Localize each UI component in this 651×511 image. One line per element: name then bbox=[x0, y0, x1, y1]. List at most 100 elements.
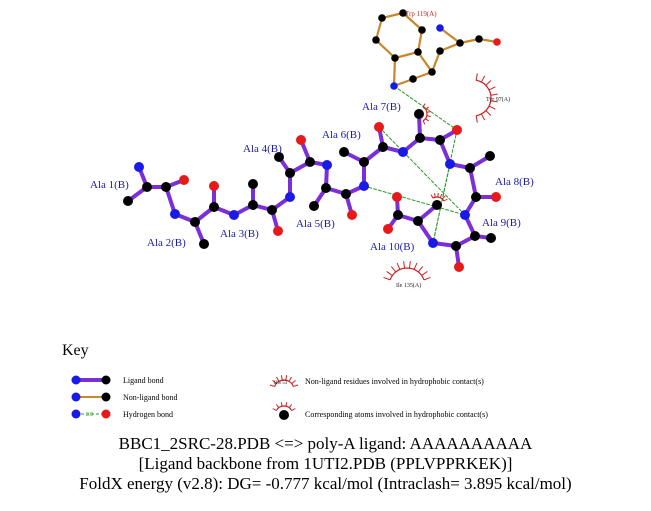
tyr-97-hydrophobic-arc bbox=[475, 73, 498, 123]
key-symbols: 3.0 His 53 bbox=[71, 375, 299, 420]
carbon-atom bbox=[409, 75, 417, 83]
oxygen-atom bbox=[493, 38, 501, 46]
label-ala-8: Ala 8(B) bbox=[495, 176, 534, 188]
label-ala-1: Ala 1(B) bbox=[90, 179, 129, 191]
carbon-atom bbox=[436, 47, 444, 55]
label-ala-6: Ala 6(B) bbox=[322, 129, 361, 141]
oxygen-atom bbox=[209, 181, 219, 191]
nonligand-bond bbox=[393, 50, 420, 60]
carbon-atom bbox=[199, 239, 209, 249]
carbon-atom bbox=[391, 54, 399, 62]
nitrogen-atom bbox=[460, 210, 470, 220]
oxygen-atom bbox=[296, 135, 306, 145]
carbon-atom bbox=[435, 135, 445, 145]
oxygen-atom bbox=[491, 192, 501, 202]
key-corresponding-atom bbox=[279, 410, 289, 420]
carbon-atom bbox=[451, 241, 461, 251]
carbon-atom bbox=[465, 163, 475, 173]
key-atom-arc bbox=[272, 402, 296, 411]
ala-7-contact-arc bbox=[422, 103, 431, 125]
carbon-atom bbox=[267, 205, 277, 215]
oxygen-atom bbox=[454, 262, 464, 272]
key-ligand-bond-label: Ligand bond bbox=[123, 376, 164, 385]
carbon-atom bbox=[305, 157, 315, 167]
oxygen-atom bbox=[383, 224, 393, 234]
hydrophobic-arcs bbox=[383, 73, 498, 281]
key-nonligand-nitrogen bbox=[71, 392, 81, 402]
carbon-atom bbox=[471, 192, 481, 202]
key-hbond-oxygen bbox=[101, 409, 111, 419]
oxygen-atom bbox=[452, 125, 462, 135]
carbon-atom bbox=[372, 36, 380, 44]
hydrogen-bonds bbox=[363, 85, 466, 244]
nonligand-bond bbox=[392, 56, 397, 88]
carbon-atom bbox=[415, 133, 425, 143]
oxygen-atom bbox=[374, 122, 384, 132]
key-nonligand-carbon bbox=[101, 392, 111, 402]
label-ala-5: Ala 5(B) bbox=[296, 218, 335, 230]
nitrogen-atom bbox=[436, 24, 444, 32]
key-nonligand-residues-label: Non-ligand residues involved in hydropho… bbox=[305, 377, 484, 386]
nonligand-bond bbox=[401, 11, 424, 32]
ligplot-diagram: Ala 1(B) Ala 2(B) Ala 3(B) Ala 4(B) Ala … bbox=[90, 9, 534, 289]
key-ligand-nitrogen bbox=[71, 375, 81, 385]
nitrogen-atom bbox=[322, 160, 332, 170]
carbon-atom bbox=[456, 39, 464, 47]
caption-line-3: FoldX energy (v2.8): DG= -0.777 kcal/mol… bbox=[79, 474, 572, 493]
label-ala-3: Ala 3(B) bbox=[220, 228, 259, 240]
nitrogen-atom bbox=[390, 82, 398, 90]
key-hydrophobic-arc-icon bbox=[269, 375, 299, 388]
caption: BBC1_2SRC-28.PDB <=> poly-A ligand: AAAA… bbox=[0, 434, 651, 494]
carbon-atom bbox=[378, 14, 386, 22]
key-title: Key bbox=[62, 342, 89, 359]
oxygen-atom bbox=[347, 210, 357, 220]
carbon-atom bbox=[321, 183, 331, 193]
nitrogen-atom bbox=[445, 159, 455, 169]
caption-line-2: [Ligand backbone from 1UTI2.PDB (PPLVPPR… bbox=[138, 454, 513, 473]
nonligand-bond bbox=[438, 26, 462, 45]
label-ala-10: Ala 10(B) bbox=[370, 241, 415, 253]
key-arc bbox=[269, 375, 299, 388]
carbon-atom bbox=[486, 233, 496, 243]
carbon-atom bbox=[428, 68, 436, 76]
carbon-atom bbox=[413, 216, 423, 226]
key-corresponding-atoms-label: Corresponding atoms involved in hydropho… bbox=[305, 410, 488, 419]
nonligand-bond bbox=[374, 16, 384, 42]
oxygen-atom bbox=[179, 175, 189, 185]
nonligand-bond bbox=[374, 38, 397, 60]
nonligand-bond bbox=[416, 50, 434, 74]
nitrogen-atom bbox=[229, 210, 239, 220]
label-trp-119: Trp 119(A) bbox=[405, 10, 437, 18]
carbon-atom bbox=[393, 210, 403, 220]
oxygen-atom bbox=[273, 226, 283, 236]
carbon-atom bbox=[123, 196, 133, 206]
carbon-atom bbox=[248, 179, 258, 189]
atoms bbox=[123, 9, 501, 272]
carbon-atom bbox=[285, 168, 295, 178]
oxygen-atom bbox=[392, 192, 402, 202]
carbon-atom bbox=[359, 157, 369, 167]
caption-line-1: BBC1_2SRC-28.PDB <=> poly-A ligand: AAAA… bbox=[118, 434, 533, 453]
carbon-atom bbox=[248, 200, 258, 210]
hydrogen-bond bbox=[378, 126, 466, 216]
carbon-atom bbox=[414, 48, 422, 56]
carbon-atom bbox=[309, 201, 319, 211]
carbon-atom bbox=[399, 9, 407, 17]
carbon-atom bbox=[161, 182, 171, 192]
key-panel: Key 3.0 His 53 Ligand bond Non-ligand bo… bbox=[0, 340, 651, 432]
carbon-atom bbox=[418, 26, 426, 34]
key-nonligand-bond-label: Non-ligand bond bbox=[123, 393, 178, 402]
carbon-atom bbox=[475, 35, 483, 43]
nonligand-bonds bbox=[374, 11, 499, 88]
key-hbond-nitrogen bbox=[71, 409, 81, 419]
key-sample-residue: His 53 bbox=[274, 381, 288, 386]
key-hydrogen-bond-label: Hydrogen bond bbox=[123, 410, 173, 419]
carbon-atom bbox=[485, 151, 495, 161]
label-tyr-97: Tyr 97(A) bbox=[486, 96, 510, 103]
key-corresponding-atom-arc-icon bbox=[272, 402, 296, 411]
nitrogen-atom bbox=[398, 147, 408, 157]
carbon-atom bbox=[414, 109, 424, 119]
ile-135-hydrophobic-arc bbox=[383, 261, 431, 281]
key-ligand-carbon bbox=[101, 375, 111, 385]
carbon-atom bbox=[470, 231, 480, 241]
